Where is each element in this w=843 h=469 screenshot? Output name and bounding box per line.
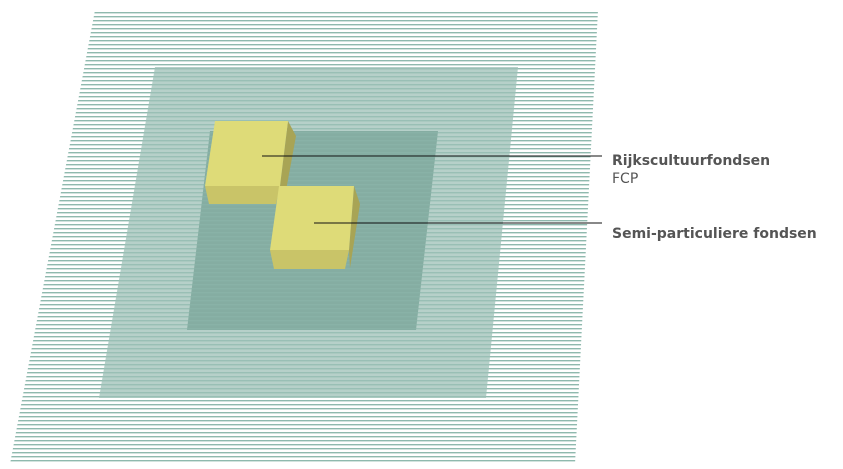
label-rijkscultuurfondsen-title: Rijkscultuurfondsen	[612, 153, 771, 169]
label-semi-particuliere-fondsen: Semi-particuliere fondsen	[612, 225, 817, 243]
cube-rijkscultuurfondsen	[205, 121, 296, 204]
label-semi-particuliere-fondsen-title: Semi-particuliere fondsen	[612, 226, 817, 242]
label-rijkscultuurfondsen-subtitle: FCP	[612, 171, 639, 187]
cube-semi-particuliere-fondsen	[270, 186, 360, 269]
label-rijkscultuurfondsen: Rijkscultuurfondsen FCP	[612, 152, 770, 188]
